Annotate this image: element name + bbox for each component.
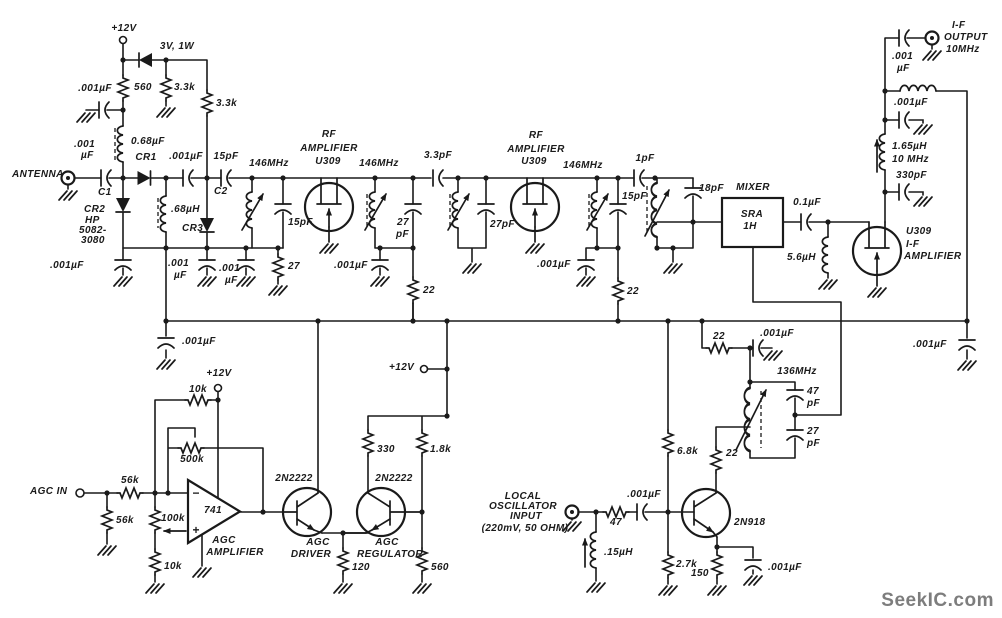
- ground-symbols: [58, 50, 977, 596]
- resistor-330: [362, 429, 374, 457]
- resistor-22-c: [710, 446, 722, 474]
- resistor-47: [602, 506, 630, 518]
- resistor-10k-bot: [149, 548, 161, 576]
- resistor-120: [337, 547, 349, 575]
- agc-driver-transistor: [281, 486, 333, 538]
- v12-terminal-opamp: [213, 383, 223, 393]
- v12-terminal-agc: [419, 364, 429, 374]
- coil-tank5: [650, 181, 659, 239]
- if-output-connector: [924, 30, 940, 46]
- resistor-150: [711, 551, 723, 579]
- pot-100k: [149, 506, 161, 534]
- choke-68uh: [159, 195, 167, 233]
- resistor-56k-shunt: [101, 506, 113, 534]
- opamp-741: [186, 478, 243, 545]
- coil-15uh: [589, 531, 597, 569]
- coil-if-feed: [899, 84, 937, 92]
- choke-0u68: [116, 125, 124, 163]
- junction-dots: [104, 57, 970, 550]
- resistor-22-a: [407, 276, 419, 304]
- rf-amplifier-1: [305, 178, 353, 242]
- resistor-22-d: [705, 342, 733, 354]
- cap-330p: [898, 183, 910, 201]
- lo-buffer-transistor: [680, 487, 732, 539]
- resistor-1k8: [416, 429, 428, 457]
- v12-terminal-top: [118, 35, 128, 45]
- lo-input-connector: [564, 504, 580, 520]
- wires: [67, 37, 968, 585]
- coil-osc: [742, 386, 752, 453]
- cr2-diode: [115, 197, 131, 213]
- tuning-arrows: [163, 139, 880, 568]
- watermark: SeekIC.com: [881, 590, 994, 611]
- coil-1u65: [878, 133, 886, 171]
- cap-001-rail-r: [958, 339, 976, 351]
- pot-500k: [177, 442, 205, 454]
- cap-001-rail-l: [157, 337, 175, 349]
- cap-001-emitter: [744, 559, 762, 571]
- agc-regulator-transistor: [342, 486, 423, 538]
- resistor-2k7: [662, 551, 674, 579]
- resistor-560-top: [117, 74, 129, 102]
- if-amplifier: [853, 222, 901, 286]
- agc-in-terminal: [75, 488, 85, 498]
- cap-001-if: [898, 111, 910, 129]
- resistor-3k3-b: [201, 89, 213, 117]
- resistor-10k-top: [184, 394, 212, 406]
- resistor-560-bot: [416, 547, 428, 575]
- antenna-connector: [60, 170, 76, 186]
- rf-amplifier-2: [511, 178, 559, 242]
- cr1-diode: [136, 170, 152, 186]
- mixer-box: [720, 196, 785, 249]
- resistor-27: [272, 253, 284, 281]
- components: [58, 29, 977, 596]
- resistor-22-b: [612, 277, 624, 305]
- cr3-diode: [199, 217, 215, 233]
- coil-5u6: [821, 236, 829, 274]
- resistor-6k8: [662, 429, 674, 457]
- resistor-56k-series: [116, 487, 144, 499]
- zener-diode: [138, 52, 153, 68]
- cap-3p3: [432, 169, 444, 187]
- resistor-3k3-a: [160, 74, 172, 102]
